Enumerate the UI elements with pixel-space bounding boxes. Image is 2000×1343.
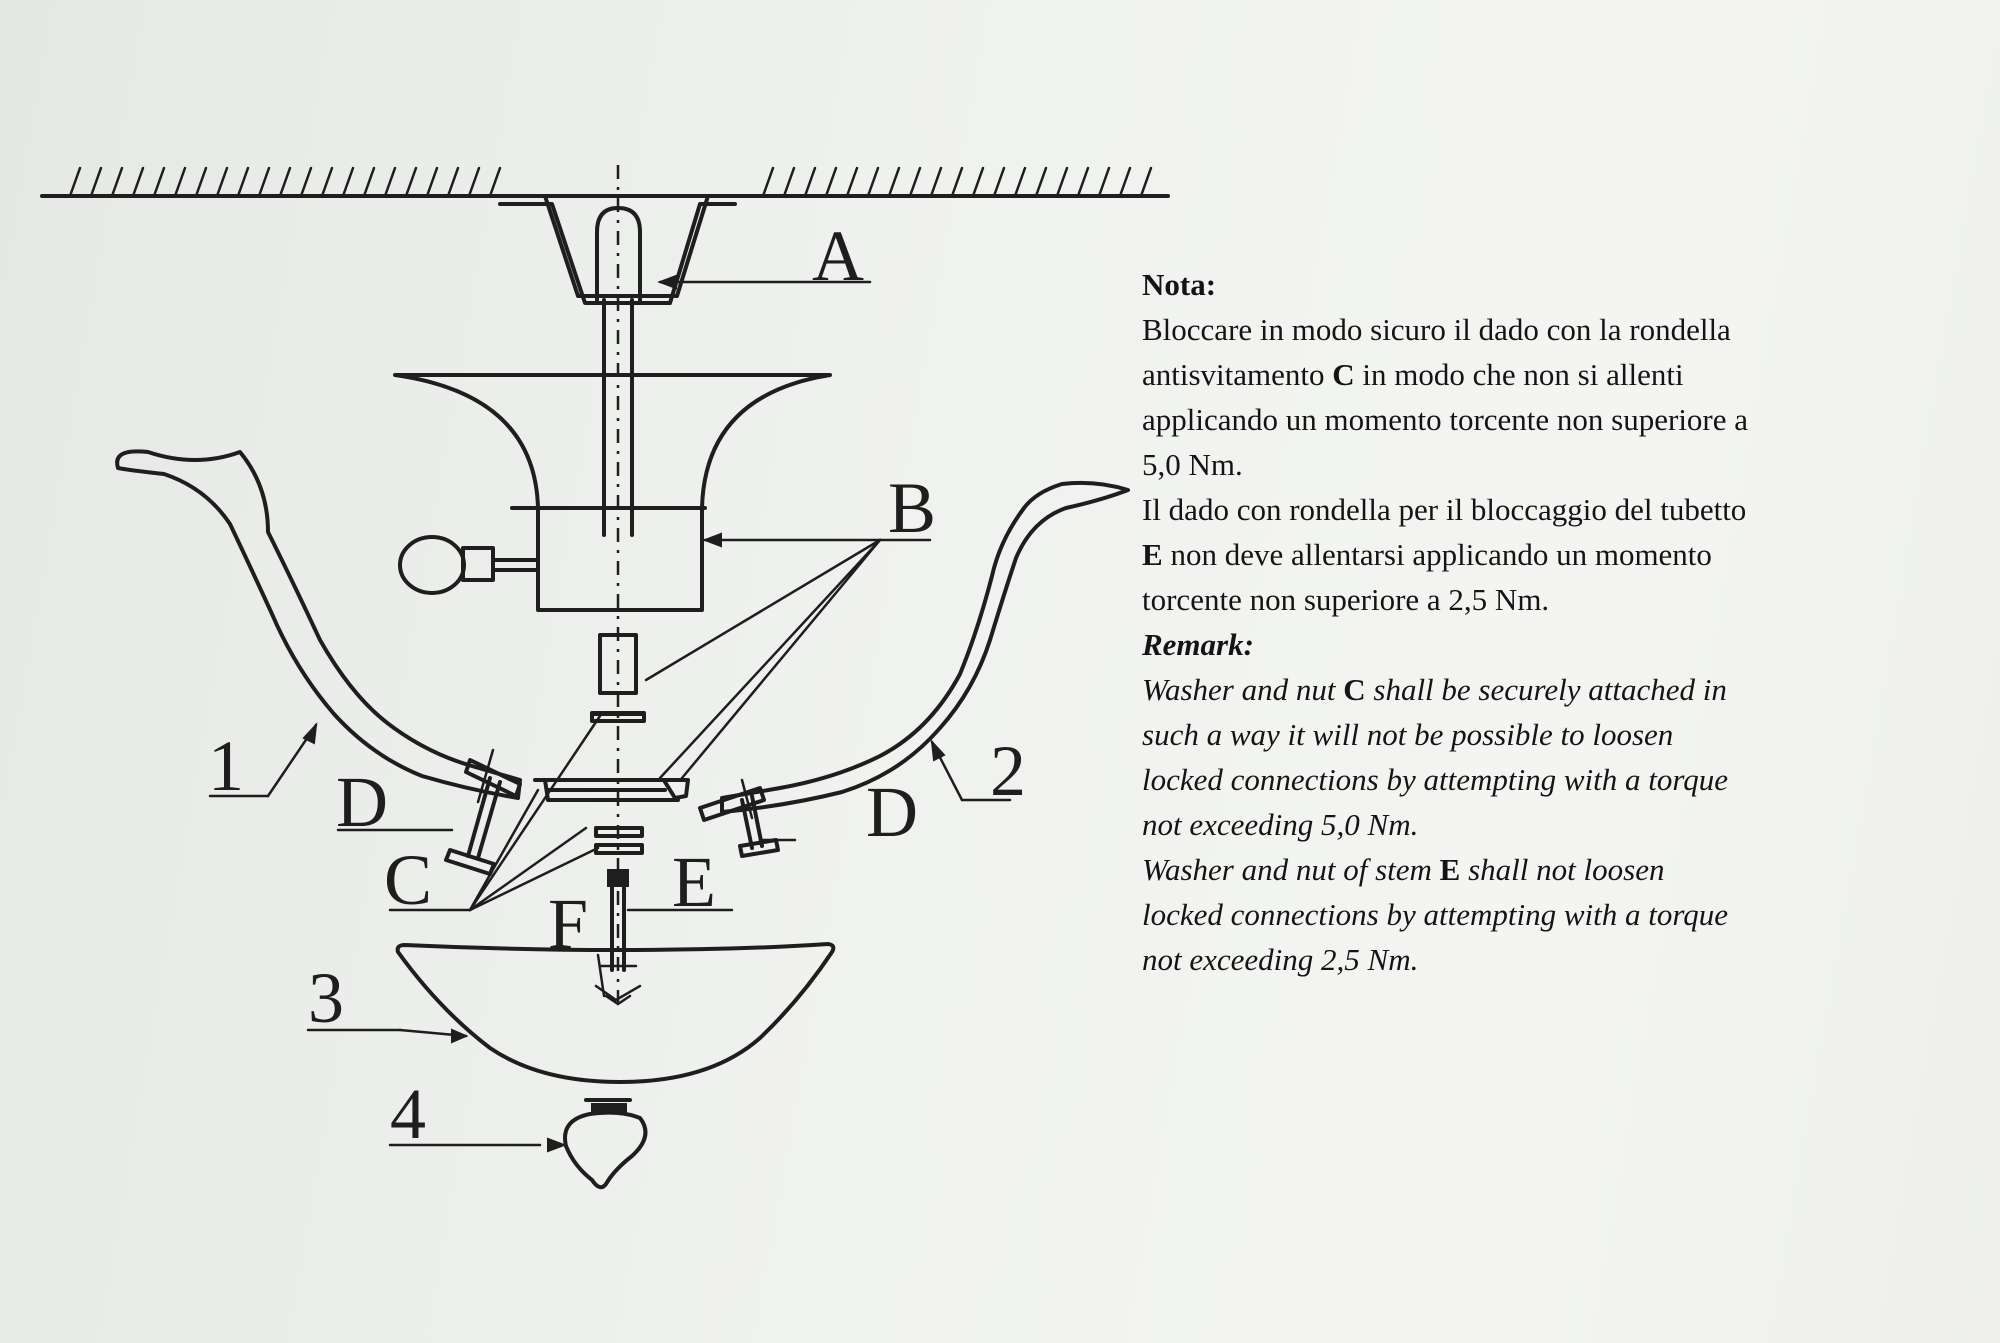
canopy [393,373,832,612]
hatch-mark [782,166,796,198]
hatch-mark [467,166,481,198]
fixing-screws [444,748,780,876]
hatch-mark [1076,166,1090,198]
hatch-mark [929,166,943,198]
hatch-mark [950,166,964,198]
hatch-mark [320,166,334,198]
remark-line: locked connections by attempting with a … [1142,762,1729,797]
hatch-mark [110,166,124,198]
nota-heading: Nota: [1142,267,1217,302]
threaded-rod [602,298,634,537]
hatch-mark [824,166,838,198]
hatch-mark [173,166,187,198]
hatch-mark [194,166,208,198]
hatch-mark [131,166,145,198]
hatch-mark [257,166,271,198]
label-B: B [888,468,936,548]
central-plate [533,778,690,802]
ceiling-bracket [486,194,744,305]
nota-line: Il dado con rondella per il bloccaggio d… [1142,492,1747,527]
hatch-mark [278,166,292,198]
hatch-mark [866,166,880,198]
label-E: E [672,842,716,922]
hatch-mark [761,166,775,198]
hatch-mark [1013,166,1027,198]
hatch-mark [446,166,460,198]
label-F: F [548,884,588,964]
label-D-right: D [866,772,918,852]
label-D-left: D [336,762,388,842]
hatch-mark [845,166,859,198]
label-A: A [812,216,864,296]
hatch-mark [1097,166,1111,198]
remark-line: not exceeding 5,0 Nm. [1142,807,1419,842]
remark-line: locked connections by attempting with a … [1142,897,1729,932]
label-C: C [384,840,432,920]
leader-lines [208,274,1012,1153]
remark-line: not exceeding 2,5 Nm. [1142,942,1419,977]
pendant-drop [563,1098,648,1190]
label-4: 4 [390,1074,426,1154]
hatch-mark [341,166,355,198]
hatch-mark [908,166,922,198]
nota-line: E non deve allentarsi applicando un mome… [1142,537,1712,572]
glass-arm-left [115,449,522,800]
nota-line: torcente non superiore a 2,5 Nm. [1142,582,1550,617]
hatch-mark [1055,166,1069,198]
remark-line: Washer and nut of stem E shall not loose… [1142,852,1665,887]
hatch-mark [1139,166,1153,198]
nota-line: Bloccare in modo sicuro il dado con la r… [1142,312,1731,347]
hatch-mark [383,166,397,198]
remark-heading: Remark: [1142,627,1254,662]
hatch-mark [887,166,901,198]
label-2: 2 [990,731,1026,811]
hatch-mark [89,166,103,198]
hatch-mark [362,166,376,198]
hatch-mark [992,166,1006,198]
glass-shade [395,942,836,1084]
hatch-mark [803,166,817,198]
hatch-mark [68,166,82,198]
nota-body: Bloccare in modo sicuro il dado con la r… [1142,307,1962,622]
label-3: 3 [308,958,344,1038]
hatch-mark [152,166,166,198]
hatch-mark [1034,166,1048,198]
hatch-mark [236,166,250,198]
label-1: 1 [208,726,244,806]
hatch-mark [425,166,439,198]
notes-panel: Nota: Bloccare in modo sicuro il dado co… [1142,262,1962,982]
hatch-mark [488,166,502,198]
hatch-mark [404,166,418,198]
ceiling [40,166,1170,198]
stem [594,869,642,1006]
hatch-mark [215,166,229,198]
nota-line: applicando un momento torcente non super… [1142,402,1749,437]
remark-line: Washer and nut C shall be securely attac… [1142,672,1727,707]
hatch-mark [971,166,985,198]
remark-body: Washer and nut C shall be securely attac… [1142,667,1962,982]
nota-line: antisvitamento C in modo che non si alle… [1142,357,1684,392]
hatch-mark [1118,166,1132,198]
lamp-bulb [398,535,540,595]
nota-line: 5,0 Nm. [1142,447,1243,482]
remark-line: such a way it will not be possible to lo… [1142,717,1674,752]
hatch-mark [299,166,313,198]
